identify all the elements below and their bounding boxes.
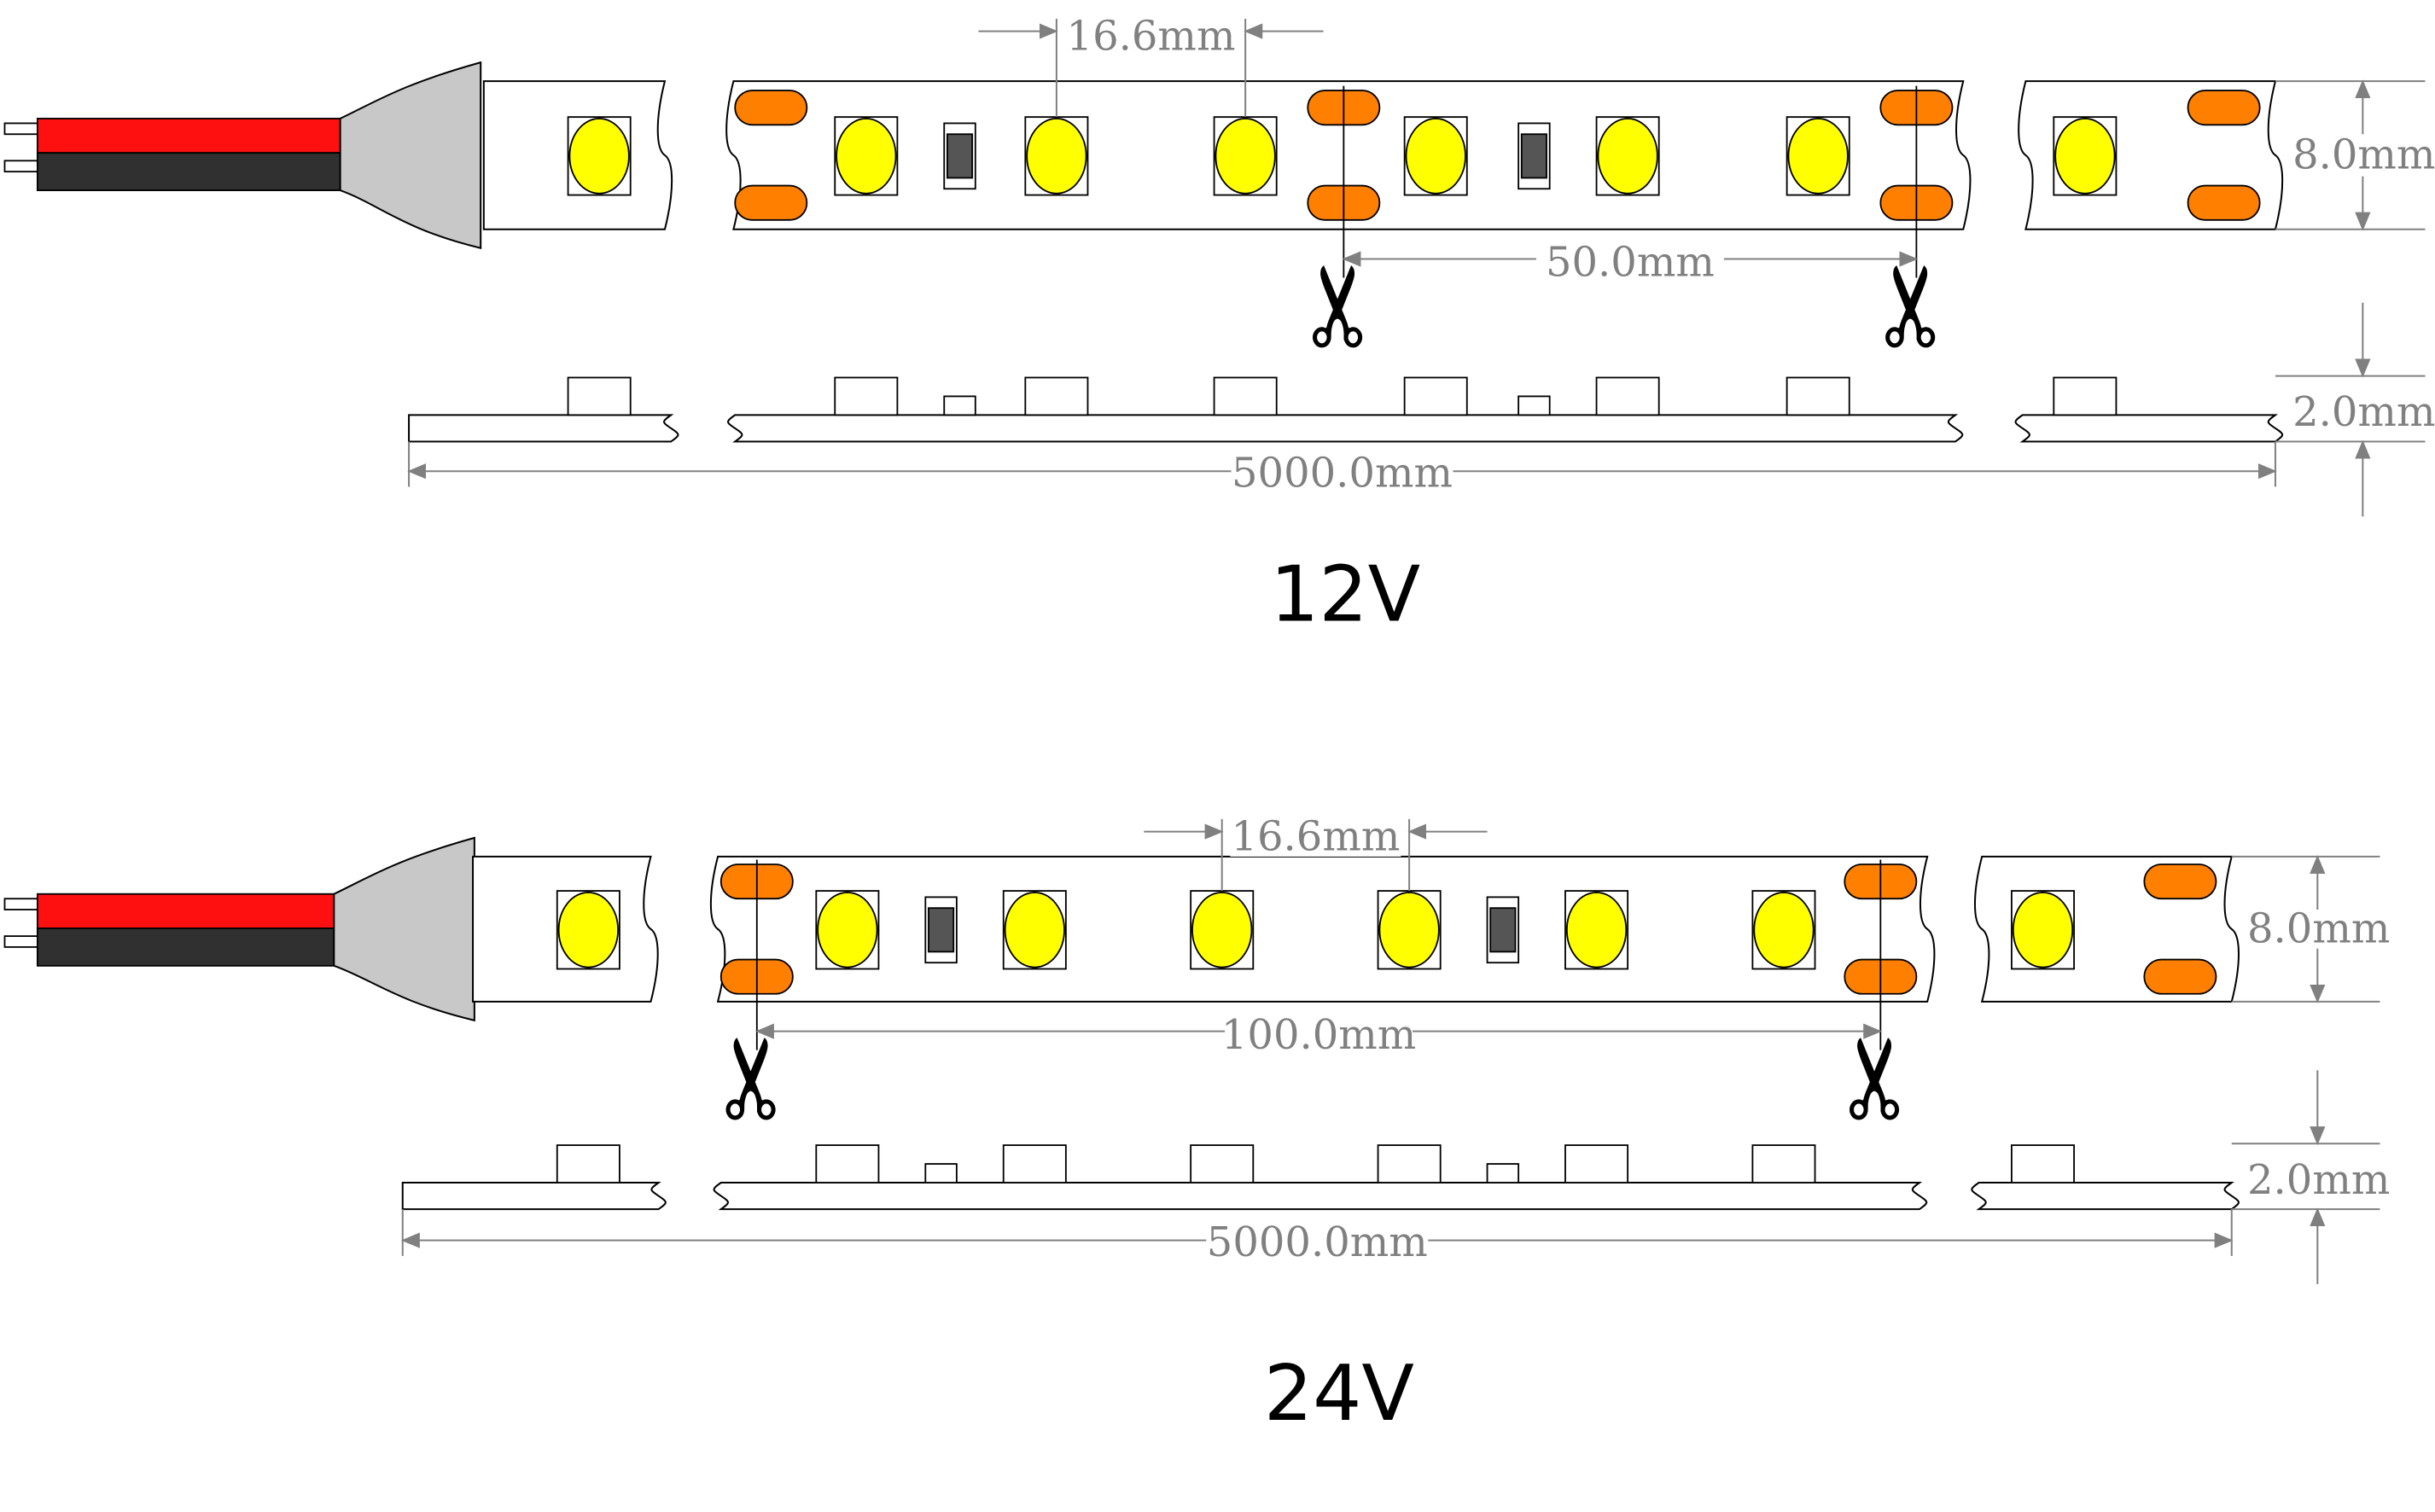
label-background	[1535, 238, 1724, 283]
led-chip	[1787, 118, 1849, 195]
strip-segment-side	[713, 1181, 1928, 1211]
wire-red	[36, 893, 335, 929]
label-background	[1065, 11, 1237, 56]
wire-red	[36, 118, 341, 154]
wire-black	[36, 152, 341, 191]
side-component	[1377, 1144, 1442, 1183]
strip-graphics	[3, 18, 2426, 517]
voltage-title: 12V	[1270, 550, 1420, 640]
resistor	[1489, 907, 1517, 953]
scissors-icon: ✂	[1275, 259, 1405, 352]
scissors-icon: ✂	[688, 1032, 818, 1125]
solder-pad	[2143, 958, 2217, 995]
side-component	[1486, 1163, 1520, 1183]
led-chip	[1378, 891, 1440, 968]
side-component	[1403, 376, 1468, 416]
strip-segment-top	[709, 855, 1936, 1003]
led-pitch-label: 16.6mm	[1231, 813, 1400, 861]
side-component	[1024, 376, 1089, 416]
wire-pin-bottom	[3, 160, 40, 173]
solder-pad	[2187, 184, 2261, 221]
strip-segment-side	[1971, 1181, 2240, 1211]
led-chip	[557, 891, 620, 968]
resistor	[928, 907, 955, 953]
side-component	[1002, 1144, 1067, 1183]
led-chip	[1004, 891, 1065, 968]
width-label: 8.0mm	[2247, 904, 2390, 952]
cut-length-label: 100.0mm	[1221, 1011, 1416, 1059]
label-background	[1206, 1216, 1429, 1261]
side-component	[815, 1144, 880, 1183]
side-component	[1518, 395, 1551, 416]
wire-pin-top	[3, 122, 40, 136]
side-component	[2053, 376, 2118, 416]
label-background	[1225, 1010, 1413, 1055]
led-chip	[836, 118, 897, 195]
height-label: 2.0mm	[2292, 388, 2435, 436]
wire-pin-bottom	[3, 935, 40, 948]
total-length-label: 5000.0mm	[1232, 450, 1453, 497]
strip-24v: 16.6mm 100.0mm 8.0mm 2.0mm 5000.0mm 24V ✂ ✂	[3, 811, 2390, 1439]
connector-boot	[339, 61, 482, 250]
solder-pad	[2187, 90, 2261, 126]
strip-segment-side	[401, 1181, 667, 1211]
led-chip	[1597, 118, 1658, 195]
led-chip	[1215, 118, 1276, 195]
cut-length-label: 50.0mm	[1546, 239, 1715, 287]
solder-pad	[734, 184, 808, 221]
width-label: 8.0mm	[2292, 131, 2435, 179]
solder-pad	[2143, 864, 2217, 900]
side-component	[556, 1144, 620, 1183]
led-chip	[1565, 891, 1628, 968]
led-chip	[817, 891, 878, 968]
scissors-icon: ✂	[1848, 259, 1978, 352]
side-component	[1751, 1144, 1816, 1183]
led-chip	[1753, 891, 1815, 968]
side-component	[2011, 1144, 2075, 1183]
led-chip	[1026, 118, 1087, 195]
side-component	[943, 395, 976, 416]
solder-pad	[734, 90, 808, 126]
strip-segment-side	[2014, 414, 2284, 443]
connector-boot	[333, 836, 475, 1022]
height-label: 2.0mm	[2247, 1156, 2390, 1204]
resistor	[946, 133, 974, 179]
strip-segment-side	[726, 414, 1964, 443]
led-chip	[1405, 118, 1466, 195]
led-pitch-label: 16.6mm	[1067, 13, 1236, 61]
resistor	[1520, 133, 1547, 179]
led-chip	[2012, 891, 2074, 968]
led-chip	[2054, 118, 2116, 195]
side-component	[567, 376, 632, 416]
side-component	[834, 376, 899, 416]
total-length-label: 5000.0mm	[1207, 1218, 1428, 1266]
label-background	[1231, 447, 1453, 492]
side-component	[1213, 376, 1278, 416]
side-component	[924, 1163, 958, 1183]
side-component	[1564, 1144, 1629, 1183]
wire-black	[36, 928, 335, 967]
side-component	[1785, 376, 1850, 416]
led-chip	[1191, 891, 1253, 968]
side-component	[1190, 1144, 1255, 1183]
side-component	[1595, 376, 1660, 416]
strip-graphics	[3, 818, 2380, 1284]
strip-segment-side	[408, 414, 679, 443]
label-background	[1230, 811, 1401, 857]
scissors-icon: ✂	[1812, 1032, 1942, 1125]
strip-12v: 16.6mm 50.0mm 8.0mm 2.0mm 5000.0mm 12V ✂ ✂	[3, 11, 2435, 640]
led-chip	[568, 118, 630, 195]
voltage-title: 24V	[1264, 1349, 1414, 1439]
wire-pin-top	[3, 898, 40, 910]
